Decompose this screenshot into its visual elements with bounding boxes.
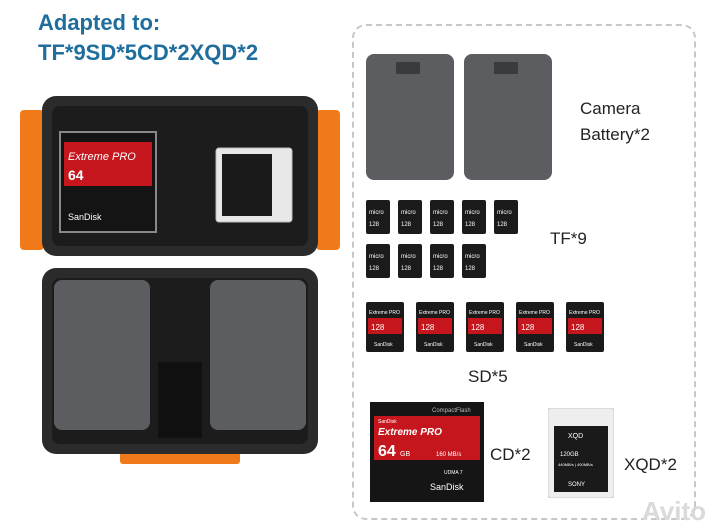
xqd-capacity: 120GB [560,452,579,458]
xqd-card-in-case [215,147,293,223]
label-camera-battery: Camera Battery*2 [580,96,650,148]
tf-card-text: micro [369,210,384,216]
cf-capacity: 64 [378,443,396,460]
cf-card-in-case: Extreme PRO 64 SanDisk [59,131,157,233]
tf-card-icon: micro 128 [398,200,422,234]
tf-card-capacity: 128 [401,222,412,228]
sd-card-capacity: 128 [471,323,485,332]
latch-bottom-icon [120,452,240,464]
tf-card-text: micro [401,210,416,216]
tf-card-capacity: 128 [369,266,380,272]
battery-in-case-2 [210,280,306,430]
camera-batteries [366,54,552,180]
tf-card-icon: micro 128 [430,244,454,278]
battery-icon [366,54,454,180]
tf-card-text: micro [497,210,512,216]
tf-card-text: micro [433,254,448,260]
contents-panel [352,24,696,520]
tf-card-capacity: 128 [369,222,380,228]
sd-card-brand: SanDisk [574,342,593,348]
cf-speed: 160 MB/s [436,452,461,458]
sd-card-capacity: 128 [421,323,435,332]
sd-card-title: Extreme PRO [569,310,600,316]
tf-cards: micro 128 micro 128 micro 128 micro 128 micro 128… [366,200,518,278]
label-camera: Camera [580,99,641,118]
battery-in-case-1 [54,280,150,430]
case-illustration: Extreme PRO 64 SanDisk [20,96,340,464]
sd-card-title: Extreme PRO [519,310,550,316]
xqd-brand: SONY [568,482,585,488]
sd-card-brand: SanDisk [524,342,543,348]
tf-card-capacity: 128 [497,222,508,228]
tf-card-capacity: 128 [433,266,444,272]
label-cd: CD*2 [490,445,531,464]
tf-card-icon: micro 128 [366,200,390,234]
tf-card-text: micro [433,210,448,216]
tf-card-icon: micro 128 [398,244,422,278]
tf-card-icon: micro 128 [462,200,486,234]
watermark: Avito [641,496,706,526]
label-sd: SD*5 [468,367,508,386]
tf-card-icon: micro 128 [462,244,486,278]
latch-right-icon [316,110,340,250]
latch-left-icon [20,110,44,250]
tf-card-text: micro [369,254,384,260]
sd-card-title: Extreme PRO [419,310,450,316]
label-battery-count: Battery*2 [580,125,650,144]
tf-card-icon: micro 128 [366,244,390,278]
sd-card-capacity: 128 [371,323,385,332]
tf-card-text: micro [401,254,416,260]
sd-card-capacity: 128 [571,323,585,332]
xqd-speed: 440MB/s | 400MB/s [558,462,593,467]
sd-card-brand: SanDisk [374,342,393,348]
tf-card-capacity: 128 [465,266,476,272]
heading-line-2: TF*9SD*5CD*2XQD*2 [38,40,259,65]
cf-line: Extreme PRO [378,427,442,438]
tf-card-icon: micro 128 [430,200,454,234]
sd-card-capacity: 128 [521,323,535,332]
label-tf: TF*9 [550,229,587,248]
cf-logo: SanDisk [430,482,464,492]
label-xqd: XQD*2 [624,455,677,474]
tf-card-capacity: 128 [465,222,476,228]
cf-card: CompactFlash SanDisk Extreme PRO 64 GB 1… [370,402,484,502]
cf-case-logo: SanDisk [68,212,102,222]
sd-card-title: Extreme PRO [369,310,400,316]
sd-card-brand: SanDisk [474,342,493,348]
cf-case-line: Extreme PRO [68,151,136,163]
tf-card-text: micro [465,210,480,216]
sd-card-brand: SanDisk [424,342,443,348]
xqd-card: XQD 120GB 440MB/s | 400MB/s SONY [548,408,614,498]
tf-card-capacity: 128 [401,266,412,272]
heading-line-1: Adapted to: [38,10,161,35]
tf-card-text: micro [465,254,480,260]
xqd-header: XQD [568,433,583,440]
cf-header: CompactFlash [432,408,471,414]
cf-case-capacity: 64 [68,167,84,183]
cf-unit: GB [400,451,410,458]
battery-icon [464,54,552,180]
tf-card-icon: micro 128 [494,200,518,234]
cf-udma: UDMA 7 [444,470,463,476]
cf-brand-small: SanDisk [378,419,397,425]
sd-card-title: Extreme PRO [469,310,500,316]
tf-card-capacity: 128 [433,222,444,228]
